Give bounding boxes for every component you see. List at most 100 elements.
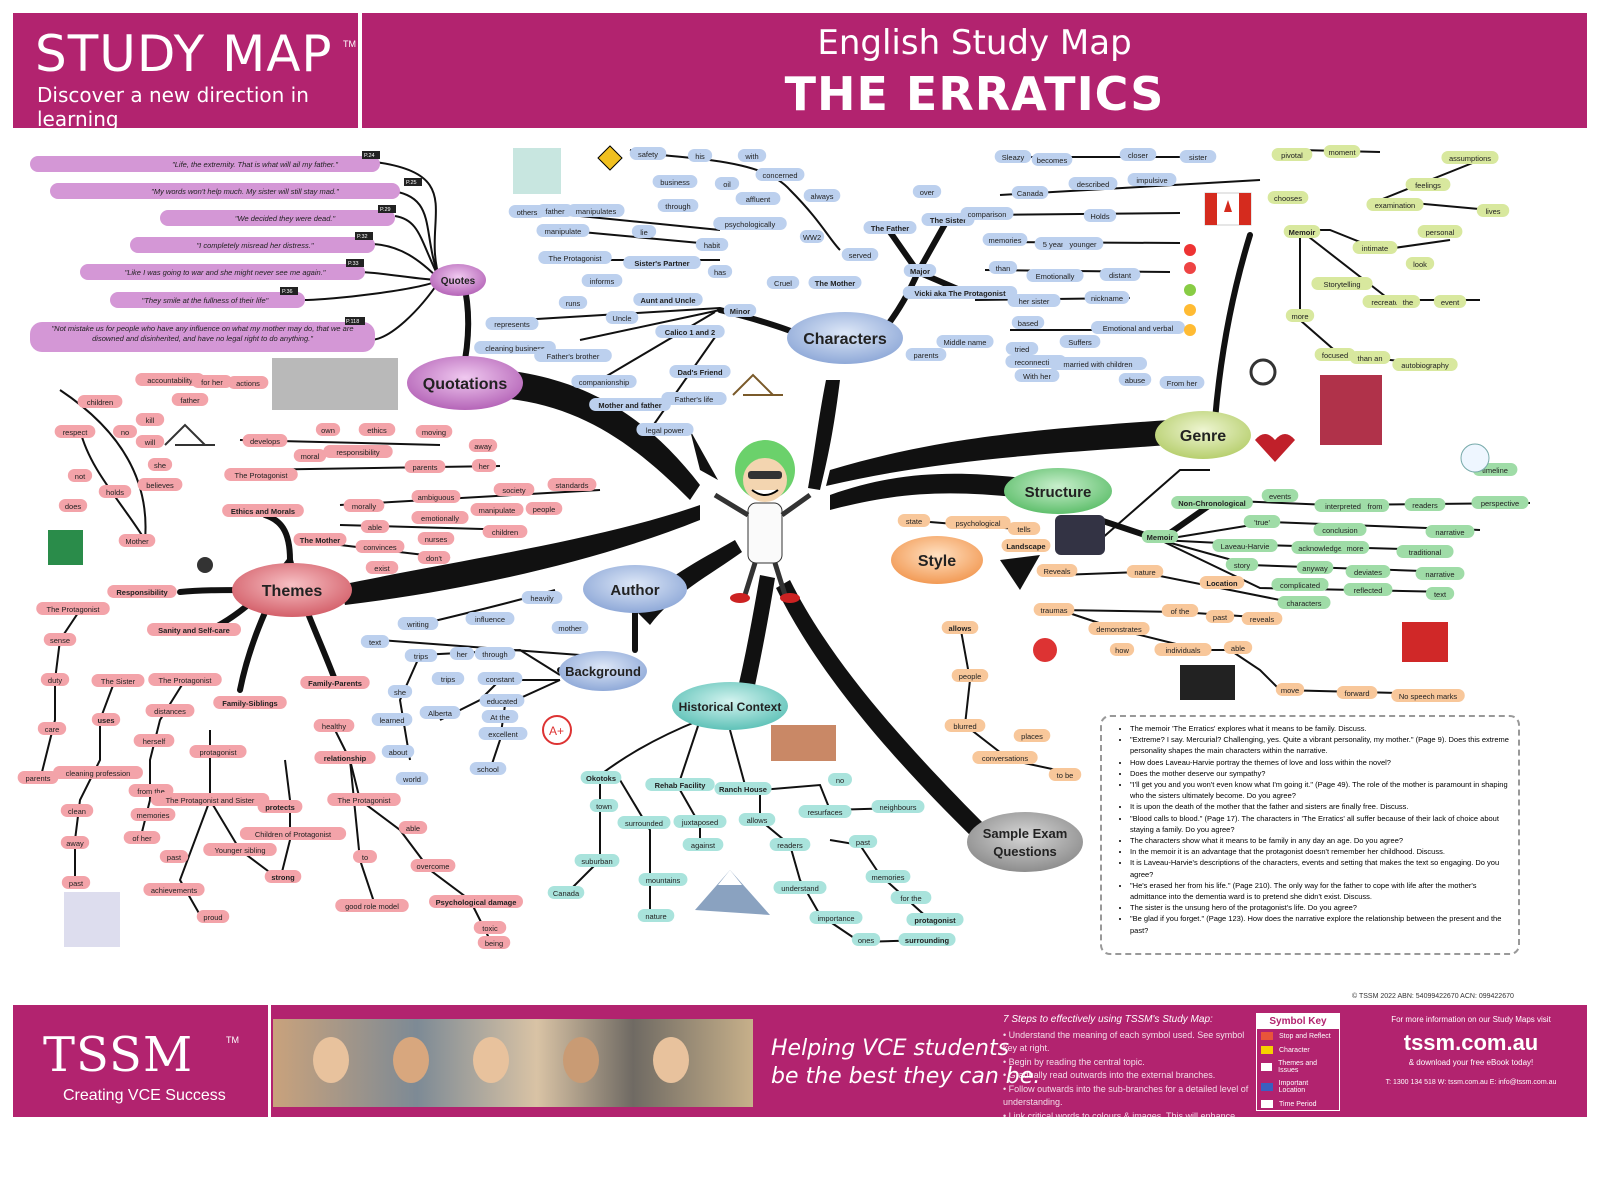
character-word[interactable]: With her xyxy=(1014,369,1060,382)
theme-word[interactable]: develops xyxy=(242,434,288,447)
style-word[interactable]: past xyxy=(1205,610,1235,623)
structure-word[interactable]: conclusion xyxy=(1313,523,1367,536)
genre-word[interactable]: focused xyxy=(1314,348,1356,361)
author-word[interactable]: trips xyxy=(431,672,465,685)
character-word[interactable]: distant xyxy=(1099,268,1141,281)
theme-word[interactable]: accountability xyxy=(135,373,205,386)
style-word[interactable]: conversations xyxy=(972,751,1038,764)
author-word[interactable]: world xyxy=(395,772,429,785)
historical-word[interactable]: surrounded xyxy=(617,816,671,829)
style-word[interactable]: tells xyxy=(1007,522,1041,535)
main-node-background[interactable]: Background xyxy=(559,651,647,691)
character-word[interactable]: becomes xyxy=(1031,153,1073,166)
character-word[interactable]: than xyxy=(988,261,1018,274)
historical-word[interactable]: ones xyxy=(851,933,881,946)
author-word[interactable]: about xyxy=(381,745,415,758)
character-word[interactable]: manipulate xyxy=(536,224,590,237)
character-word[interactable]: Uncle xyxy=(605,311,639,324)
character-word[interactable]: always xyxy=(803,189,841,202)
major-node[interactable]: Major xyxy=(903,264,937,277)
genre-word[interactable]: autobiography xyxy=(1392,358,1458,371)
character-word[interactable]: with xyxy=(737,149,767,162)
theme-word[interactable]: manipulate xyxy=(470,503,524,516)
style-word[interactable]: how xyxy=(1109,643,1135,656)
style-word[interactable]: nature xyxy=(1126,565,1164,578)
theme-word[interactable]: own xyxy=(315,423,341,436)
character-word[interactable]: psychologically xyxy=(713,217,787,230)
structure-word[interactable]: Non-Chronological xyxy=(1171,496,1253,509)
structure-word[interactable]: narrative xyxy=(1415,567,1465,580)
theme-word[interactable]: not xyxy=(67,469,93,482)
style-word[interactable]: move xyxy=(1275,683,1305,696)
author-word[interactable]: learned xyxy=(371,713,413,726)
theme-word[interactable]: duty xyxy=(40,673,70,686)
historical-word[interactable]: readers xyxy=(769,838,811,851)
theme-word[interactable]: her xyxy=(471,459,497,472)
theme-word[interactable]: holds xyxy=(98,485,132,498)
historical-word[interactable]: mountains xyxy=(638,873,688,886)
vicki-node[interactable]: Vicki aka The Protagonist xyxy=(902,286,1018,299)
theme-word[interactable]: The Sister xyxy=(91,674,145,687)
theme-word[interactable]: The Protagonist xyxy=(36,602,110,615)
theme-word[interactable]: proud xyxy=(196,910,230,923)
theme-word[interactable]: of her xyxy=(123,831,161,844)
theme-word[interactable]: achievements xyxy=(143,883,205,896)
author-word[interactable]: writing xyxy=(397,617,439,630)
structure-word[interactable]: reflected xyxy=(1343,583,1393,596)
historical-word[interactable]: resurfaces xyxy=(798,805,852,818)
theme-word[interactable]: relationship xyxy=(314,751,376,764)
ethics-node[interactable]: Ethics and Morals xyxy=(222,504,304,517)
theme-word[interactable]: actions xyxy=(227,376,269,389)
style-word[interactable]: individuals xyxy=(1154,643,1212,656)
structure-word[interactable]: interpreted xyxy=(1314,499,1372,512)
character-word[interactable]: married with children xyxy=(1048,357,1148,370)
character-word[interactable]: through xyxy=(657,199,699,212)
genre-word[interactable]: chooses xyxy=(1267,191,1309,204)
historical-word[interactable]: Canada xyxy=(547,886,585,899)
character-word[interactable]: based xyxy=(1011,316,1045,329)
character-word[interactable]: tried xyxy=(1005,342,1039,355)
character-word[interactable]: manipulates xyxy=(567,204,625,217)
character-word[interactable]: Father's life xyxy=(661,392,727,405)
theme-word[interactable]: kill xyxy=(135,413,165,426)
author-word[interactable]: mother xyxy=(551,621,589,634)
character-word[interactable]: affluent xyxy=(735,192,781,205)
structure-word[interactable]: narrative xyxy=(1425,525,1475,538)
structure-word[interactable]: Memoir xyxy=(1141,530,1179,543)
quotes-node[interactable]: Quotes xyxy=(430,264,486,296)
theme-word[interactable]: father xyxy=(171,393,209,406)
theme-word[interactable]: protects xyxy=(257,800,303,813)
theme-word[interactable]: emotionally xyxy=(411,511,469,524)
style-word[interactable]: places xyxy=(1013,729,1051,742)
theme-word[interactable]: The Protagonist xyxy=(148,673,222,686)
theme-word[interactable]: good role model xyxy=(335,899,409,912)
main-node-quotations[interactable]: Quotations xyxy=(407,356,523,410)
structure-word[interactable]: perspective xyxy=(1471,496,1529,509)
minor-node[interactable]: Minor xyxy=(723,304,757,317)
main-node-historical-context[interactable]: Historical Context xyxy=(672,682,788,730)
character-word[interactable]: Middle name xyxy=(936,335,994,348)
author-word[interactable]: her xyxy=(449,647,475,660)
genre-word[interactable]: assumptions xyxy=(1441,151,1499,164)
genre-word[interactable]: lives xyxy=(1476,204,1510,217)
theme-word[interactable]: she xyxy=(147,458,173,471)
historical-word[interactable]: protagonist xyxy=(906,913,964,926)
theme-word[interactable]: being xyxy=(477,936,511,949)
theme-word[interactable]: toxic xyxy=(473,921,507,934)
historical-word[interactable]: memories xyxy=(865,870,911,883)
character-word[interactable]: cleaning business xyxy=(474,341,556,354)
theme-word[interactable]: moral xyxy=(293,449,327,462)
genre-word[interactable]: event xyxy=(1433,295,1467,308)
style-word[interactable]: Landscape xyxy=(1001,539,1051,552)
main-node-structure[interactable]: Structure xyxy=(1004,468,1112,514)
genre-word[interactable]: than an xyxy=(1349,351,1391,364)
historical-word[interactable]: for the xyxy=(890,891,932,904)
style-word[interactable]: reveals xyxy=(1241,612,1283,625)
author-word[interactable]: she xyxy=(387,685,413,698)
historical-word[interactable]: understand xyxy=(773,881,827,894)
theme-word[interactable]: clean xyxy=(60,804,94,817)
author-word[interactable]: constant xyxy=(477,672,523,685)
theme-word[interactable]: protagonist xyxy=(189,745,247,758)
character-word[interactable]: Emotional and verbal xyxy=(1091,321,1185,334)
historical-word[interactable]: no xyxy=(828,773,852,786)
